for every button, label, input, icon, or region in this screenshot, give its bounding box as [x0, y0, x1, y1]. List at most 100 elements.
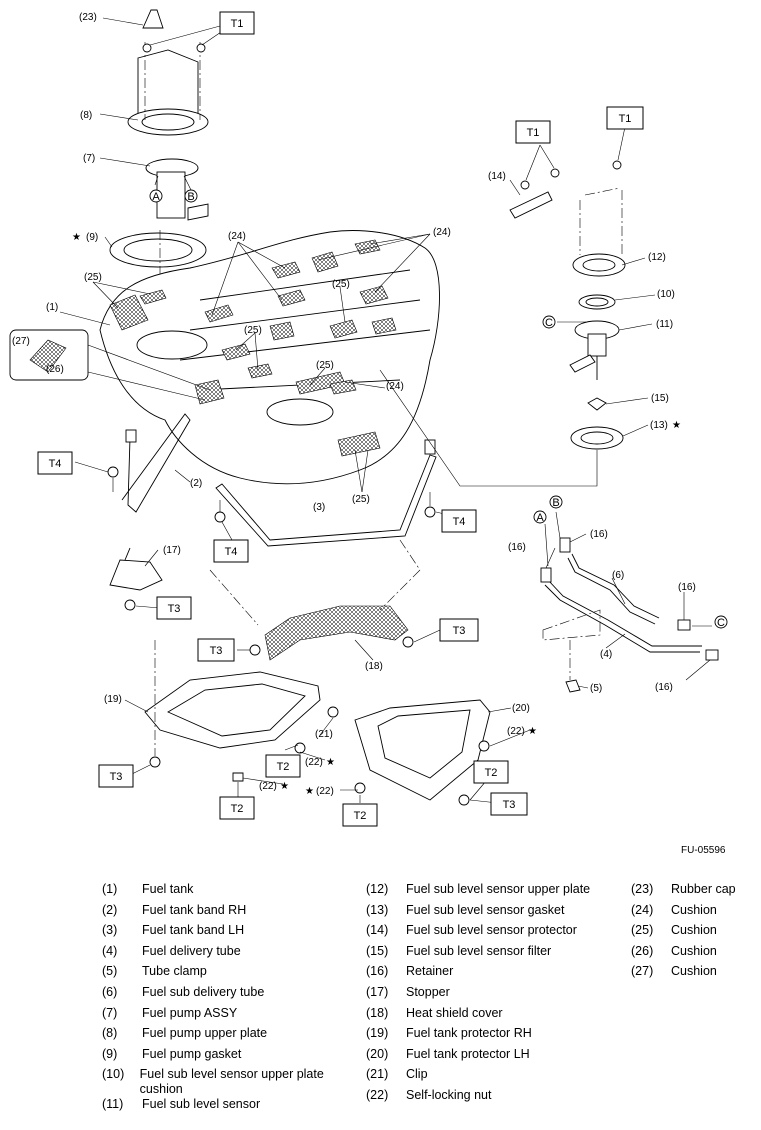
- legend-item-number: (3): [102, 923, 118, 938]
- cushion-inset-detail: [9, 329, 211, 401]
- legend-item-name: Rubber cap: [671, 882, 736, 896]
- legend-item-name: Fuel sub level sensor protector: [406, 923, 577, 938]
- torque-t2-d: T2: [354, 810, 367, 822]
- torque-t4-a: T4: [49, 458, 62, 470]
- legend-item-name: Fuel tank protector LH: [406, 1046, 530, 1061]
- fuel-tank-band-lh-3: [214, 439, 437, 547]
- legend-item: (2) Fuel tank band RH: [102, 903, 357, 924]
- fuel-sub-delivery-tube-6: [567, 553, 660, 625]
- callout-27: (27): [12, 336, 30, 347]
- fuel-tank-protector-lh-20: [354, 699, 491, 806]
- star-9: ★: [72, 232, 81, 243]
- fuel-sub-level-sensor-upper-plate-12: [572, 160, 626, 277]
- legend-item: (19)Fuel tank protector RH: [366, 1026, 616, 1047]
- legend-item-name: Fuel tank band LH: [142, 923, 245, 938]
- legend-item-number: (1): [102, 882, 118, 896]
- legend-item-number: (4): [102, 943, 118, 958]
- callout-5: (5): [590, 683, 602, 694]
- torque-t3-e: T3: [503, 799, 516, 811]
- legend-item: (14)Fuel sub level sensor protector: [366, 923, 616, 944]
- legend-item: (22) Self-locking nut: [366, 1088, 616, 1109]
- legend-item-number: (21): [366, 1067, 389, 1082]
- legend-column-2: (12)Fuel sub level sensor upper plate(13…: [366, 882, 616, 1109]
- legend-item: (15)Fuel sub level sensor filter: [366, 944, 616, 965]
- legend-item-name: Fuel sub level sensor upper plate cushio…: [139, 1067, 324, 1097]
- torque-t1-a: T1: [231, 18, 244, 30]
- legend-item-number: (15): [366, 943, 389, 958]
- legend-item-name: Fuel sub level sensor gasket: [406, 902, 565, 917]
- legend-item-number: (20): [366, 1046, 389, 1061]
- legend-item: (26)Cushion: [631, 944, 756, 965]
- callout-21: (21): [315, 729, 333, 740]
- fuel-tank-protector-rh-19: [144, 640, 339, 782]
- figure-code: FU-05596: [681, 845, 726, 856]
- connector-markers: A B C B A C: [149, 189, 728, 629]
- torque-t3-b: T3: [453, 625, 466, 637]
- callout-12: (12): [648, 252, 666, 263]
- callout-18: (18): [365, 661, 383, 672]
- fuel-pump-assy-7: [145, 158, 209, 221]
- callout-25-a: (25): [84, 272, 102, 283]
- callout-16-b: (16): [508, 542, 526, 553]
- star-22-c: ★: [305, 786, 314, 797]
- connector-c-sensor: C: [545, 317, 553, 329]
- callout-17: (17): [163, 545, 181, 556]
- legend-item-name: Self-locking nut: [406, 1087, 492, 1102]
- torque-t3-d: T3: [110, 771, 123, 783]
- legend-item-name: Fuel tank protector RH: [406, 1026, 532, 1041]
- legend-item-name: Fuel sub level sensor: [142, 1097, 261, 1112]
- legend-item-number: (13): [366, 902, 389, 917]
- legend-item-number: (9): [102, 1046, 118, 1061]
- legend-item-name: Fuel sub level sensor upper plate: [406, 882, 591, 896]
- callout-2: (2): [190, 478, 202, 489]
- callout-22-c: (22): [316, 786, 334, 797]
- callout-14: (14): [488, 171, 506, 182]
- callout-23: (23): [79, 12, 97, 23]
- legend-item-number: (11): [102, 1097, 124, 1112]
- callout-11: (11): [656, 319, 673, 330]
- legend-item-number: (18): [366, 1005, 389, 1020]
- legend-item: (25)Cushion: [631, 923, 756, 944]
- callout-16-a: (16): [590, 529, 608, 540]
- torque-t1-c: T1: [619, 113, 632, 125]
- torque-t2-a: T2: [277, 761, 290, 773]
- legend-item: (7)Fuel pump ASSY: [102, 1006, 357, 1027]
- exploded-parts-diagram: (23) (8) (7) (9) (24) (24) (25) (25) (1)…: [9, 9, 728, 827]
- legend-item-name: Cushion: [671, 902, 717, 917]
- connector-a-pump: A: [152, 191, 160, 203]
- fuel-tank-band-rh-2: [107, 413, 191, 513]
- legend-item-number: (23): [631, 882, 654, 896]
- legend-item-name: Clip: [406, 1067, 428, 1082]
- callout-19: (19): [104, 694, 122, 705]
- legend-item-number: (6): [102, 984, 118, 999]
- legend-item-number: (22): [366, 1087, 389, 1102]
- torque-t2-c: T2: [231, 803, 244, 815]
- legend-item-number: (24): [631, 902, 654, 917]
- callout-22-a: (22): [305, 757, 323, 768]
- legend-item: (6)Fuel sub delivery tube: [102, 985, 357, 1006]
- callout-4: (4): [600, 649, 612, 660]
- legend-item: (16)Retainer: [366, 964, 616, 985]
- fuel-sub-level-sensor-upper-plate-cushion-10: [578, 294, 616, 310]
- legend-item-name: Fuel pump gasket: [142, 1046, 242, 1061]
- legend-item: (18)Heat shield cover: [366, 1006, 616, 1027]
- legend-item: (20) Fuel tank protector LH: [366, 1047, 616, 1068]
- legend-item: (10)Fuel sub level sensor upper plate cu…: [102, 1067, 357, 1097]
- legend-item-name: Fuel tank band RH: [142, 902, 247, 917]
- heat-shield-cover-18: [209, 539, 421, 661]
- legend-item: (12)Fuel sub level sensor upper plate: [366, 882, 616, 903]
- connector-b-pump: B: [187, 191, 194, 203]
- retainer-16: [540, 537, 719, 661]
- connector-b-tube: B: [552, 497, 559, 509]
- connector-c-tube: C: [717, 617, 725, 629]
- callout-9: (9): [86, 232, 98, 243]
- callout-8: (8): [80, 110, 92, 121]
- legend-item-name: Cushion: [671, 943, 717, 958]
- legend-item: (13) Fuel sub level sensor gasket: [366, 903, 616, 924]
- torque-t1-b: T1: [527, 127, 540, 139]
- legend-item-number: (16): [366, 964, 389, 979]
- callout-7: (7): [83, 153, 95, 164]
- legend-item: (17)Stopper: [366, 985, 616, 1006]
- legend-item-number: (17): [366, 984, 389, 999]
- legend-item-number: (2): [102, 902, 118, 917]
